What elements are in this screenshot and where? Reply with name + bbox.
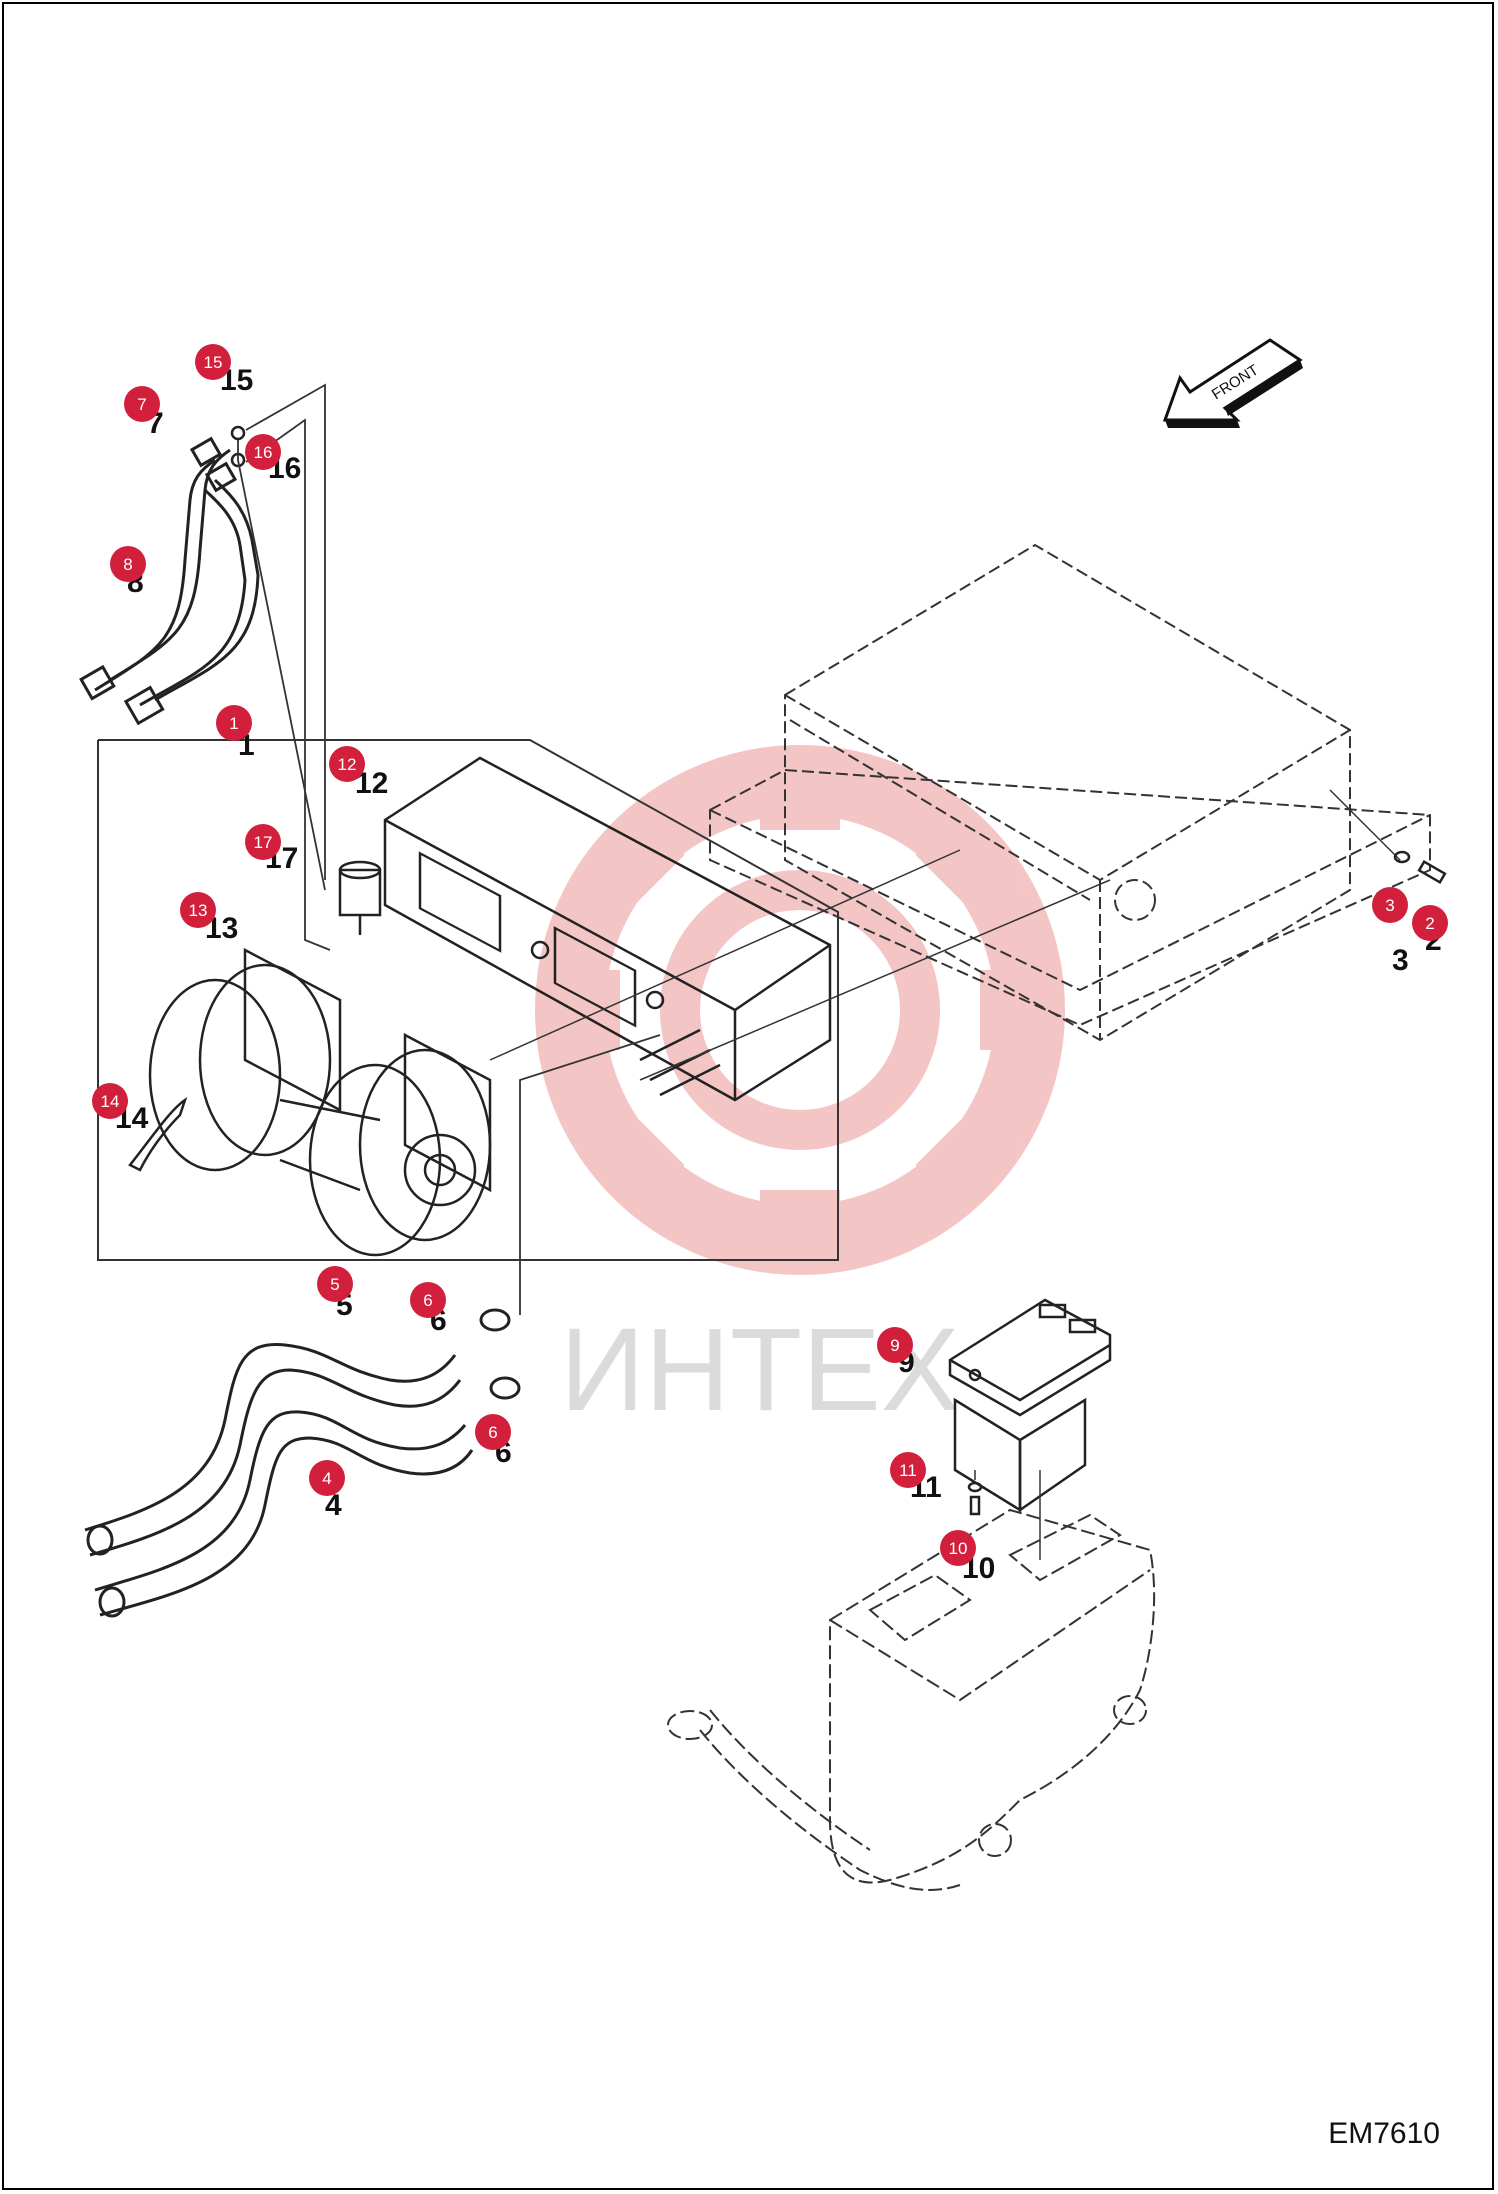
leader-line [519, 1034, 661, 1315]
part-badge[interactable]: 5 [317, 1266, 353, 1302]
washer [967, 1481, 983, 1493]
part-badge[interactable]: 7 [124, 386, 160, 422]
svg-text:3: 3 [1385, 896, 1394, 915]
leader-line [1329, 789, 1401, 861]
svg-text:6: 6 [423, 1291, 432, 1310]
assembly-box-outline [97, 739, 839, 1261]
svg-text:10: 10 [949, 1539, 968, 1558]
part-badge[interactable]: 4 [309, 1460, 345, 1496]
svg-text:9: 9 [890, 1336, 899, 1355]
svg-text:11: 11 [899, 1461, 917, 1480]
heater-hoses [84, 1342, 474, 1618]
svg-text:4: 4 [322, 1469, 331, 1488]
o-ring [230, 425, 246, 441]
svg-text:6: 6 [488, 1423, 497, 1442]
svg-text:8: 8 [123, 555, 132, 574]
part-labels: 1 2 3 4 5 6 6 7 8 9 10 11 12 13 14 15 16… [115, 364, 1442, 1585]
leader-line [237, 440, 326, 891]
leader-line [245, 383, 326, 880]
part-badge[interactable]: 9 [877, 1327, 913, 1363]
part-badges: 1 2 3 4 5 6 6 7 8 9 10 11 12 13 14 15 16… [92, 344, 1448, 1566]
svg-text:5: 5 [330, 1275, 339, 1294]
part-label: 4 [325, 1489, 342, 1522]
watermark-text: ИНТЕХ [560, 1304, 960, 1436]
part-badge[interactable]: 1 [216, 705, 252, 741]
part-label: 3 [1392, 944, 1409, 977]
control-panel [948, 1298, 1112, 1513]
part-badge[interactable]: 6 [475, 1414, 511, 1450]
svg-text:17: 17 [254, 833, 273, 852]
svg-text:16: 16 [254, 443, 273, 462]
blower-motor-assembly [148, 947, 492, 1257]
leader-line [489, 849, 961, 1061]
part-badge[interactable]: 16 [245, 434, 281, 470]
svg-text:2: 2 [1425, 914, 1434, 933]
part-badge[interactable]: 11 [890, 1452, 926, 1488]
part-badge[interactable]: 17 [245, 824, 281, 860]
svg-text:13: 13 [189, 901, 208, 920]
front-direction-arrow [1162, 338, 1303, 428]
diagram-code: EM7610 [1328, 2117, 1440, 2150]
water-valve [338, 860, 382, 935]
clip-part [128, 1096, 188, 1172]
leader-line [639, 879, 1111, 1081]
cab-housing [709, 543, 1431, 1042]
part-badge[interactable]: 2 [1412, 905, 1448, 941]
bolt-and-washer [1393, 850, 1447, 885]
part-badge[interactable]: 15 [195, 344, 231, 380]
operator-console [667, 1508, 1156, 1891]
part-badge[interactable]: 6 [410, 1282, 446, 1318]
part-badge[interactable]: 12 [329, 746, 365, 782]
hose-clamp [479, 1308, 521, 1400]
part-badge[interactable]: 14 [92, 1083, 128, 1119]
svg-text:7: 7 [137, 395, 146, 414]
watermark-gear-logo [535, 745, 1065, 1275]
heater-tubes [79, 436, 260, 726]
svg-text:15: 15 [204, 353, 223, 372]
part-badge[interactable]: 10 [940, 1530, 976, 1566]
screw [969, 1495, 981, 1516]
svg-text:1: 1 [229, 714, 238, 733]
svg-text:12: 12 [338, 755, 357, 774]
part-badge[interactable]: 8 [110, 546, 146, 582]
svg-text:14: 14 [101, 1092, 120, 1111]
heater-unit [383, 756, 832, 1102]
part-badge[interactable]: 13 [180, 892, 216, 928]
part-badge[interactable]: 3 [1372, 887, 1408, 923]
